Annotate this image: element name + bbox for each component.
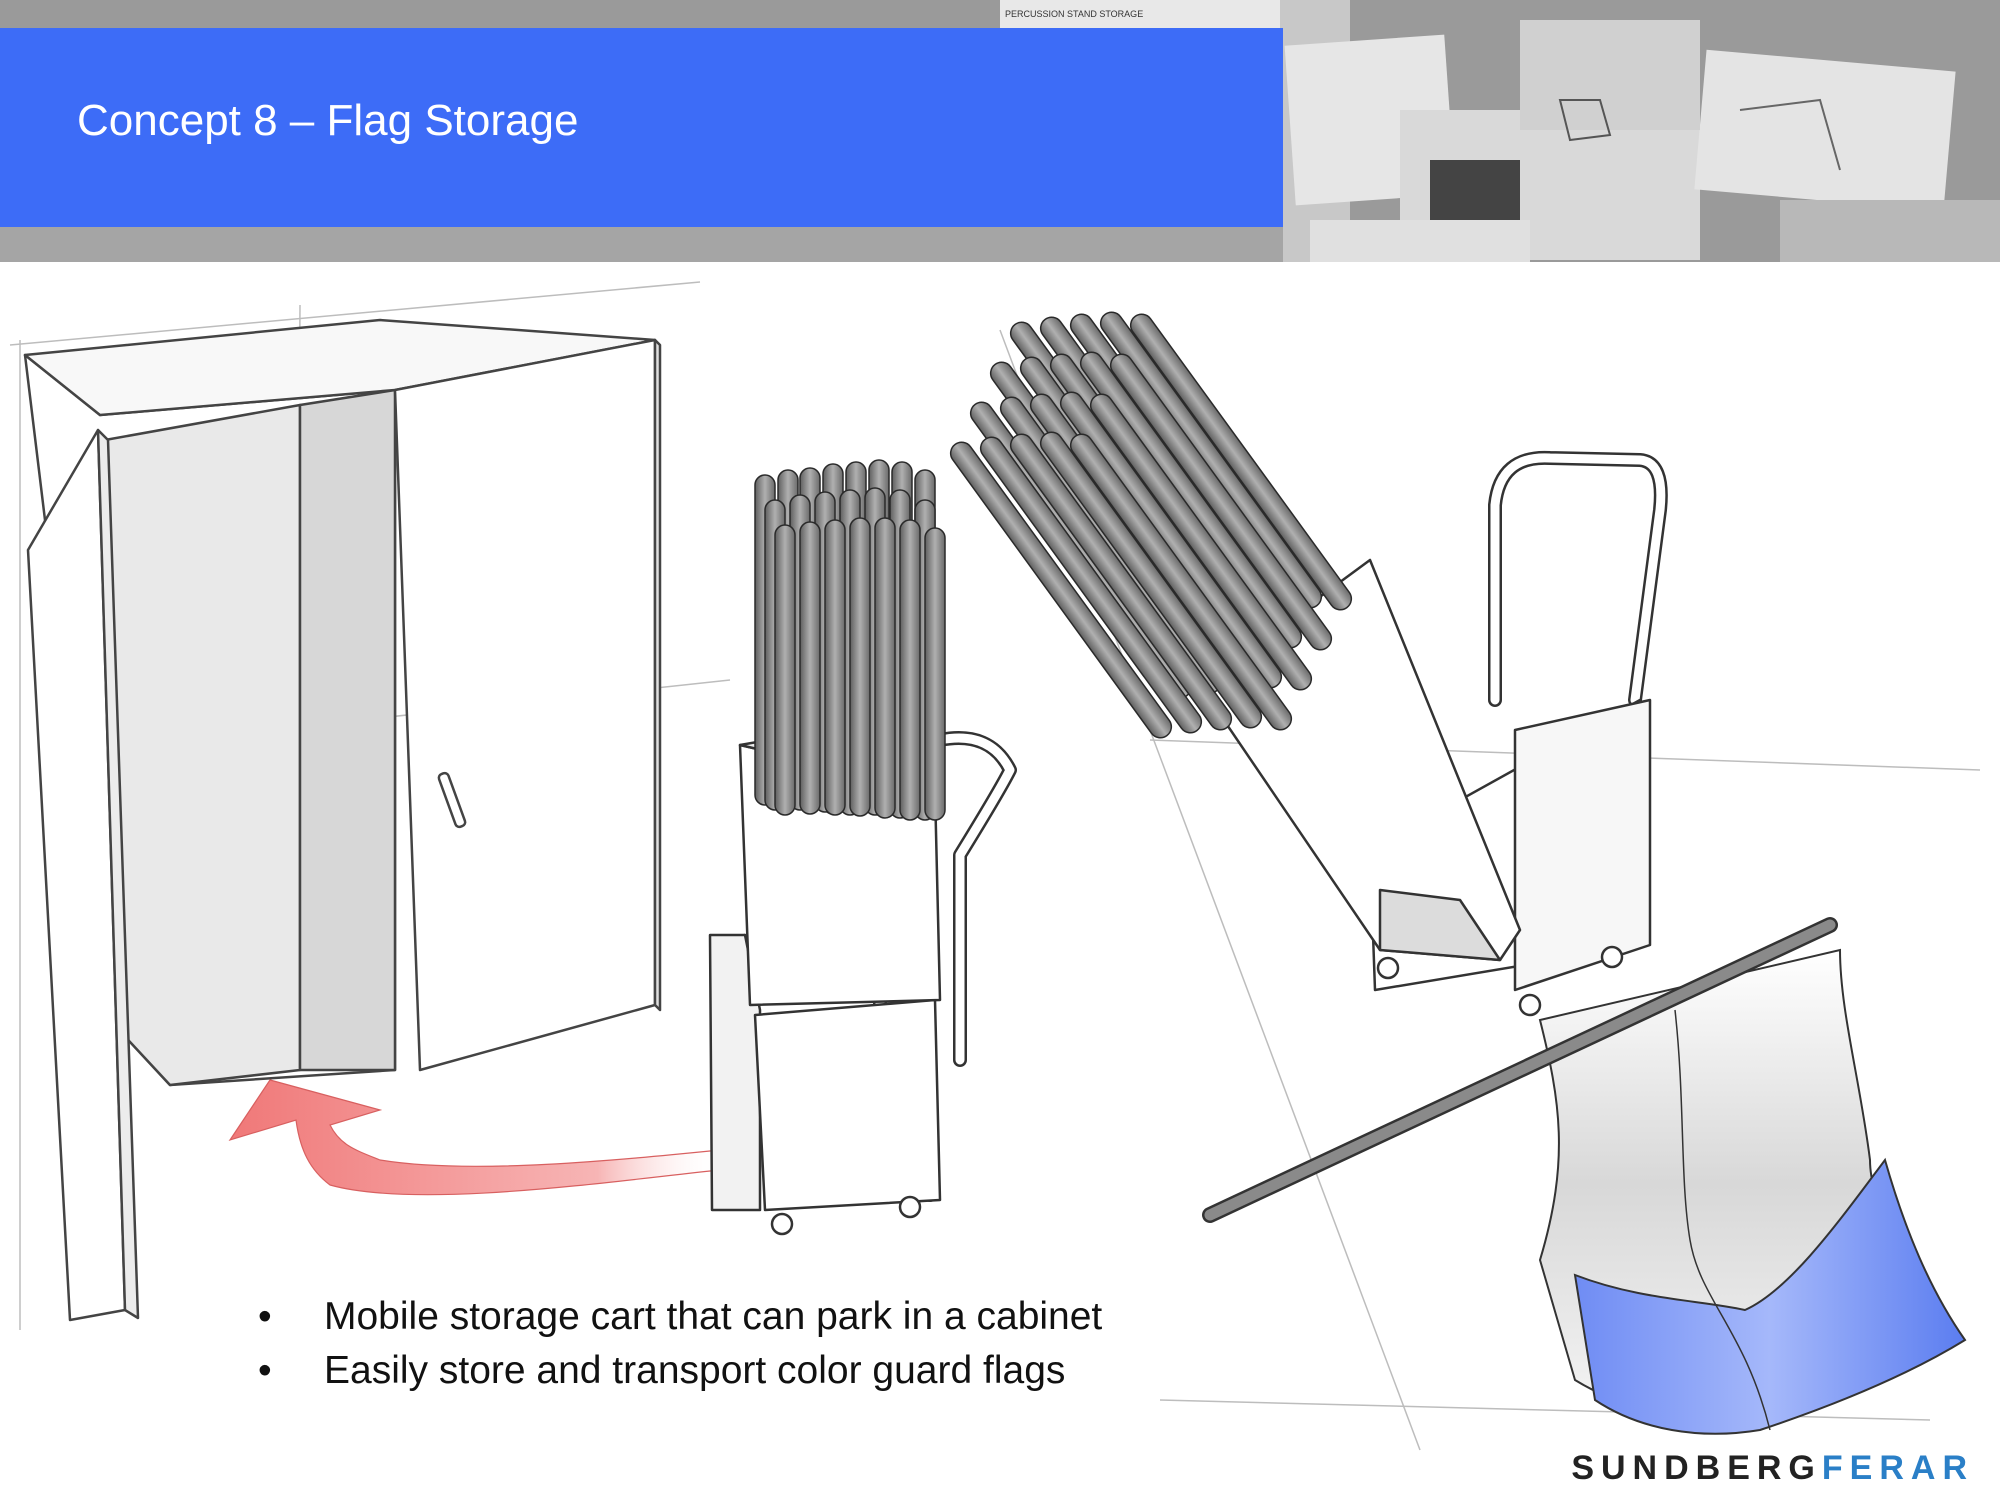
direction-arrow [228,1079,721,1196]
bullet-item: Easily store and transport color guard f… [258,1344,1102,1398]
header-photo-label: PERCUSSION STAND STORAGE [1005,9,1143,19]
small-cart-flag-tubes [754,459,946,821]
concept-sketch-illustration [9,281,1981,1451]
slide-title: Concept 8 – Flag Storage [77,96,579,145]
logo-part-2: FERAR [1821,1449,1974,1487]
flag-sketch [1202,917,1967,1435]
title-bar [0,28,1283,227]
tilted-cart-flag-tubes [949,311,1353,739]
cabinet-sketch [23,318,662,1322]
bullet-item: Mobile storage cart that can park in a c… [258,1290,1102,1344]
bullet-list: Mobile storage cart that can park in a c… [258,1290,1102,1398]
logo-part-1: SUNDBERG [1571,1449,1822,1487]
company-logo: SUNDBERGFERAR [1571,1449,1974,1488]
